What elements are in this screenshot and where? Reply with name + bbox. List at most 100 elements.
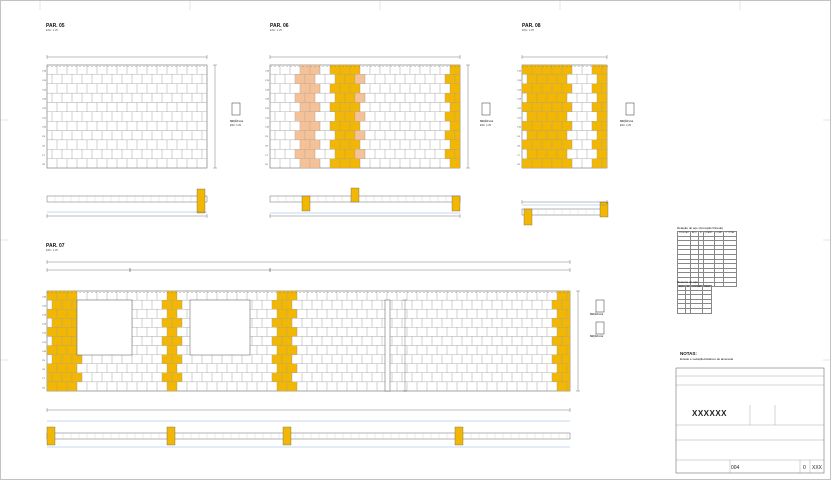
- wall-block: [46, 309, 58, 319]
- wall-block: [271, 299, 283, 310]
- wall-block: [551, 318, 563, 328]
- wall-block: [309, 83, 321, 94]
- wall-block: [566, 363, 571, 373]
- wall-block: [566, 309, 571, 319]
- wall-block: [56, 327, 68, 337]
- wall-block: [161, 299, 173, 310]
- wall-block: [444, 92, 456, 103]
- plan-grout-07-3: [454, 426, 464, 446]
- wall-block: [561, 102, 573, 112]
- wall-block: [454, 74, 461, 84]
- wall-block: [66, 309, 78, 319]
- row-label: C8: [42, 145, 46, 147]
- wall-block: [339, 64, 351, 75]
- wall-block: [161, 336, 173, 346]
- blocks-table-title: Relação de aço (Armação Parede): [677, 226, 724, 230]
- wall-block: [56, 381, 68, 392]
- wall-block: [541, 139, 553, 150]
- wall-block: [161, 372, 173, 383]
- wall-block: [66, 381, 78, 392]
- wall-block: [71, 372, 83, 383]
- steel-header-2: C.TOTAL: [690, 285, 704, 291]
- wall-block: [551, 139, 563, 150]
- wall-block: [339, 158, 351, 169]
- wall-block: [444, 74, 456, 84]
- row-label: C11: [517, 117, 522, 119]
- wall-block: [276, 345, 288, 355]
- row-label: C6: [265, 164, 269, 166]
- wall-block: [61, 299, 73, 310]
- wall-block: [66, 327, 78, 337]
- panel-scale-08: ESC. 1:25: [522, 29, 534, 32]
- wall-block: [276, 327, 288, 337]
- notes-title: NOTAS:: [680, 351, 697, 356]
- row-label: C14: [517, 89, 522, 91]
- wall-block: [556, 111, 568, 122]
- wall-block: [349, 102, 361, 112]
- wall-block: [556, 345, 568, 355]
- wall-block: [276, 363, 288, 373]
- wall-block: [596, 149, 608, 159]
- section-scale-08: ESC. 1:25: [620, 124, 631, 127]
- wall-block: [526, 130, 538, 141]
- wall-block: [196, 158, 208, 169]
- row-label: C6: [517, 164, 521, 166]
- plan-grout-06a: [301, 195, 311, 212]
- wall-block: [329, 158, 341, 169]
- wall-block: [551, 158, 563, 169]
- section-06-detail: [481, 102, 491, 116]
- wall-block: [444, 130, 456, 141]
- wall-block: [304, 92, 316, 103]
- row-label: C11: [42, 117, 47, 119]
- wall-block: [294, 74, 306, 84]
- section-07a-detail: [595, 299, 605, 313]
- wall-block: [591, 158, 603, 169]
- blocks-header-3: QUANT.: [702, 231, 715, 237]
- table-cell: [702, 308, 713, 314]
- wall-block: [556, 363, 568, 373]
- row-label: C7: [42, 378, 46, 380]
- wall-block: [46, 381, 58, 392]
- wall-block: [344, 130, 356, 141]
- wall-block: [536, 130, 548, 141]
- wall-block: [521, 102, 533, 112]
- row-label: C16: [42, 296, 47, 298]
- wall-block: [596, 130, 608, 141]
- wall-block: [546, 130, 558, 141]
- wall-block: [271, 354, 283, 364]
- wall-block: [286, 309, 298, 319]
- wall-block: [591, 64, 603, 75]
- wall-opening: [384, 299, 391, 392]
- panel-title-05: PAR. 05: [46, 23, 65, 29]
- wall-block: [329, 121, 341, 131]
- row-label: C7: [42, 155, 46, 157]
- table-row: [677, 258, 737, 265]
- section-05-detail: [231, 102, 241, 116]
- table-cell: [713, 281, 725, 288]
- row-label: C16: [42, 71, 47, 73]
- wall-block: [521, 83, 533, 94]
- wall-block: [334, 74, 346, 84]
- wall-block: [591, 139, 603, 150]
- wall-block: [561, 318, 571, 328]
- panel-title-06: PAR. 06: [270, 23, 289, 29]
- wall-block: [536, 74, 548, 84]
- section-label-08: SEÇÃO xxx: [620, 120, 634, 123]
- row-label: C8: [517, 145, 521, 147]
- plan-grout-05: [196, 188, 206, 214]
- wall-block: [334, 149, 346, 159]
- wall-block: [51, 372, 63, 383]
- row-label: C15: [265, 80, 270, 82]
- wall-block: [556, 290, 568, 301]
- plan-strip-06: [269, 195, 461, 203]
- section-label-07a: SEÇÃO xxx: [590, 313, 604, 316]
- wall-block: [556, 92, 568, 103]
- wall-block: [339, 83, 351, 94]
- wall-block: [531, 102, 543, 112]
- section-label-07b: SEÇÃO xxx: [590, 335, 604, 338]
- wall-block: [354, 92, 366, 103]
- row-label: C13: [42, 99, 47, 101]
- row-label: C10: [42, 351, 47, 353]
- wall-block: [546, 149, 558, 159]
- wall-block: [294, 111, 306, 122]
